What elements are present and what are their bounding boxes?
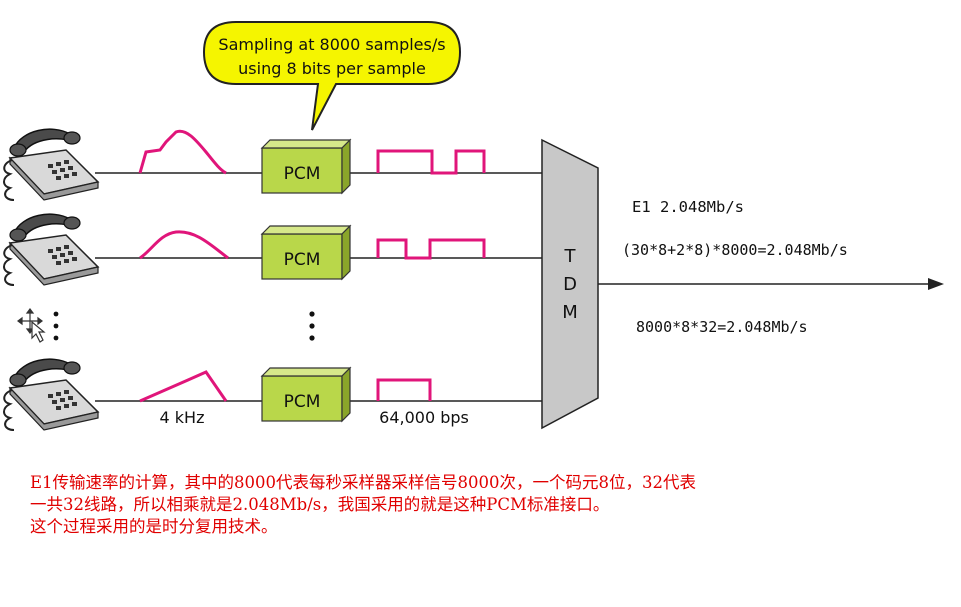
pcm-label: PCM [284, 392, 321, 412]
digital-wave-3 [376, 378, 432, 401]
output-arrow [598, 278, 944, 290]
move-cursor-icon [17, 308, 46, 343]
telephone-icon [3, 213, 99, 286]
analog-wave-1 [138, 129, 227, 175]
digital-wave-2 [376, 238, 486, 260]
explanation-caption: E1传输速率的计算，其中的8000代表每秒采样器采样信号8000次，一个码元8位… [30, 472, 955, 538]
pcm-encoder-1: PCM [261, 139, 351, 194]
sampling-callout: Sampling at 8000 samples/s using 8 bits … [202, 21, 462, 131]
pcm-encoder-3: PCM [261, 367, 351, 422]
analog-signals [138, 129, 229, 403]
telephone-icon [3, 128, 99, 201]
tdm-letter-t: T [564, 246, 577, 267]
e1-rate-label: E1 2.048Mb/s [632, 198, 744, 216]
caption-line-2: 一共32线路，所以相乘就是2.048Mb/s，我国采用的就是这种PCM标准接口。 [30, 495, 610, 514]
formula-1: (30*8+2*8)*8000=2.048Mb/s [622, 241, 848, 259]
formula-2: 8000*8*32=2.048Mb/s [636, 318, 808, 336]
pcm-encoder-2: PCM [261, 225, 351, 280]
tdm-multiplexer: T D M [541, 138, 599, 430]
caption-line-3: 这个过程采用的是时分复用技术。 [30, 517, 278, 536]
caption-line-1: E1传输速率的计算，其中的8000代表每秒采样器采样信号8000次，一个码元8位… [30, 473, 697, 492]
more-channels-dots [53, 311, 315, 341]
channel-wires [95, 172, 545, 402]
analog-wave-3 [139, 370, 228, 403]
callout-line-1: Sampling at 8000 samples/s [218, 35, 445, 54]
callout-line-2: using 8 bits per sample [238, 59, 426, 78]
analog-bandwidth-label: 4 kHz [160, 408, 205, 427]
analog-wave-2 [139, 230, 229, 260]
pcm-label: PCM [284, 250, 321, 270]
digital-rate-label: 64,000 bps [379, 408, 469, 427]
digital-signals [376, 149, 486, 401]
tdm-e1-diagram: Sampling at 8000 samples/s using 8 bits … [3, 21, 944, 431]
tdm-letter-d: D [563, 274, 577, 295]
tdm-letter-m: M [562, 302, 578, 323]
pcm-label: PCM [284, 164, 321, 184]
telephone-icon [3, 358, 99, 431]
digital-wave-1 [376, 149, 486, 175]
